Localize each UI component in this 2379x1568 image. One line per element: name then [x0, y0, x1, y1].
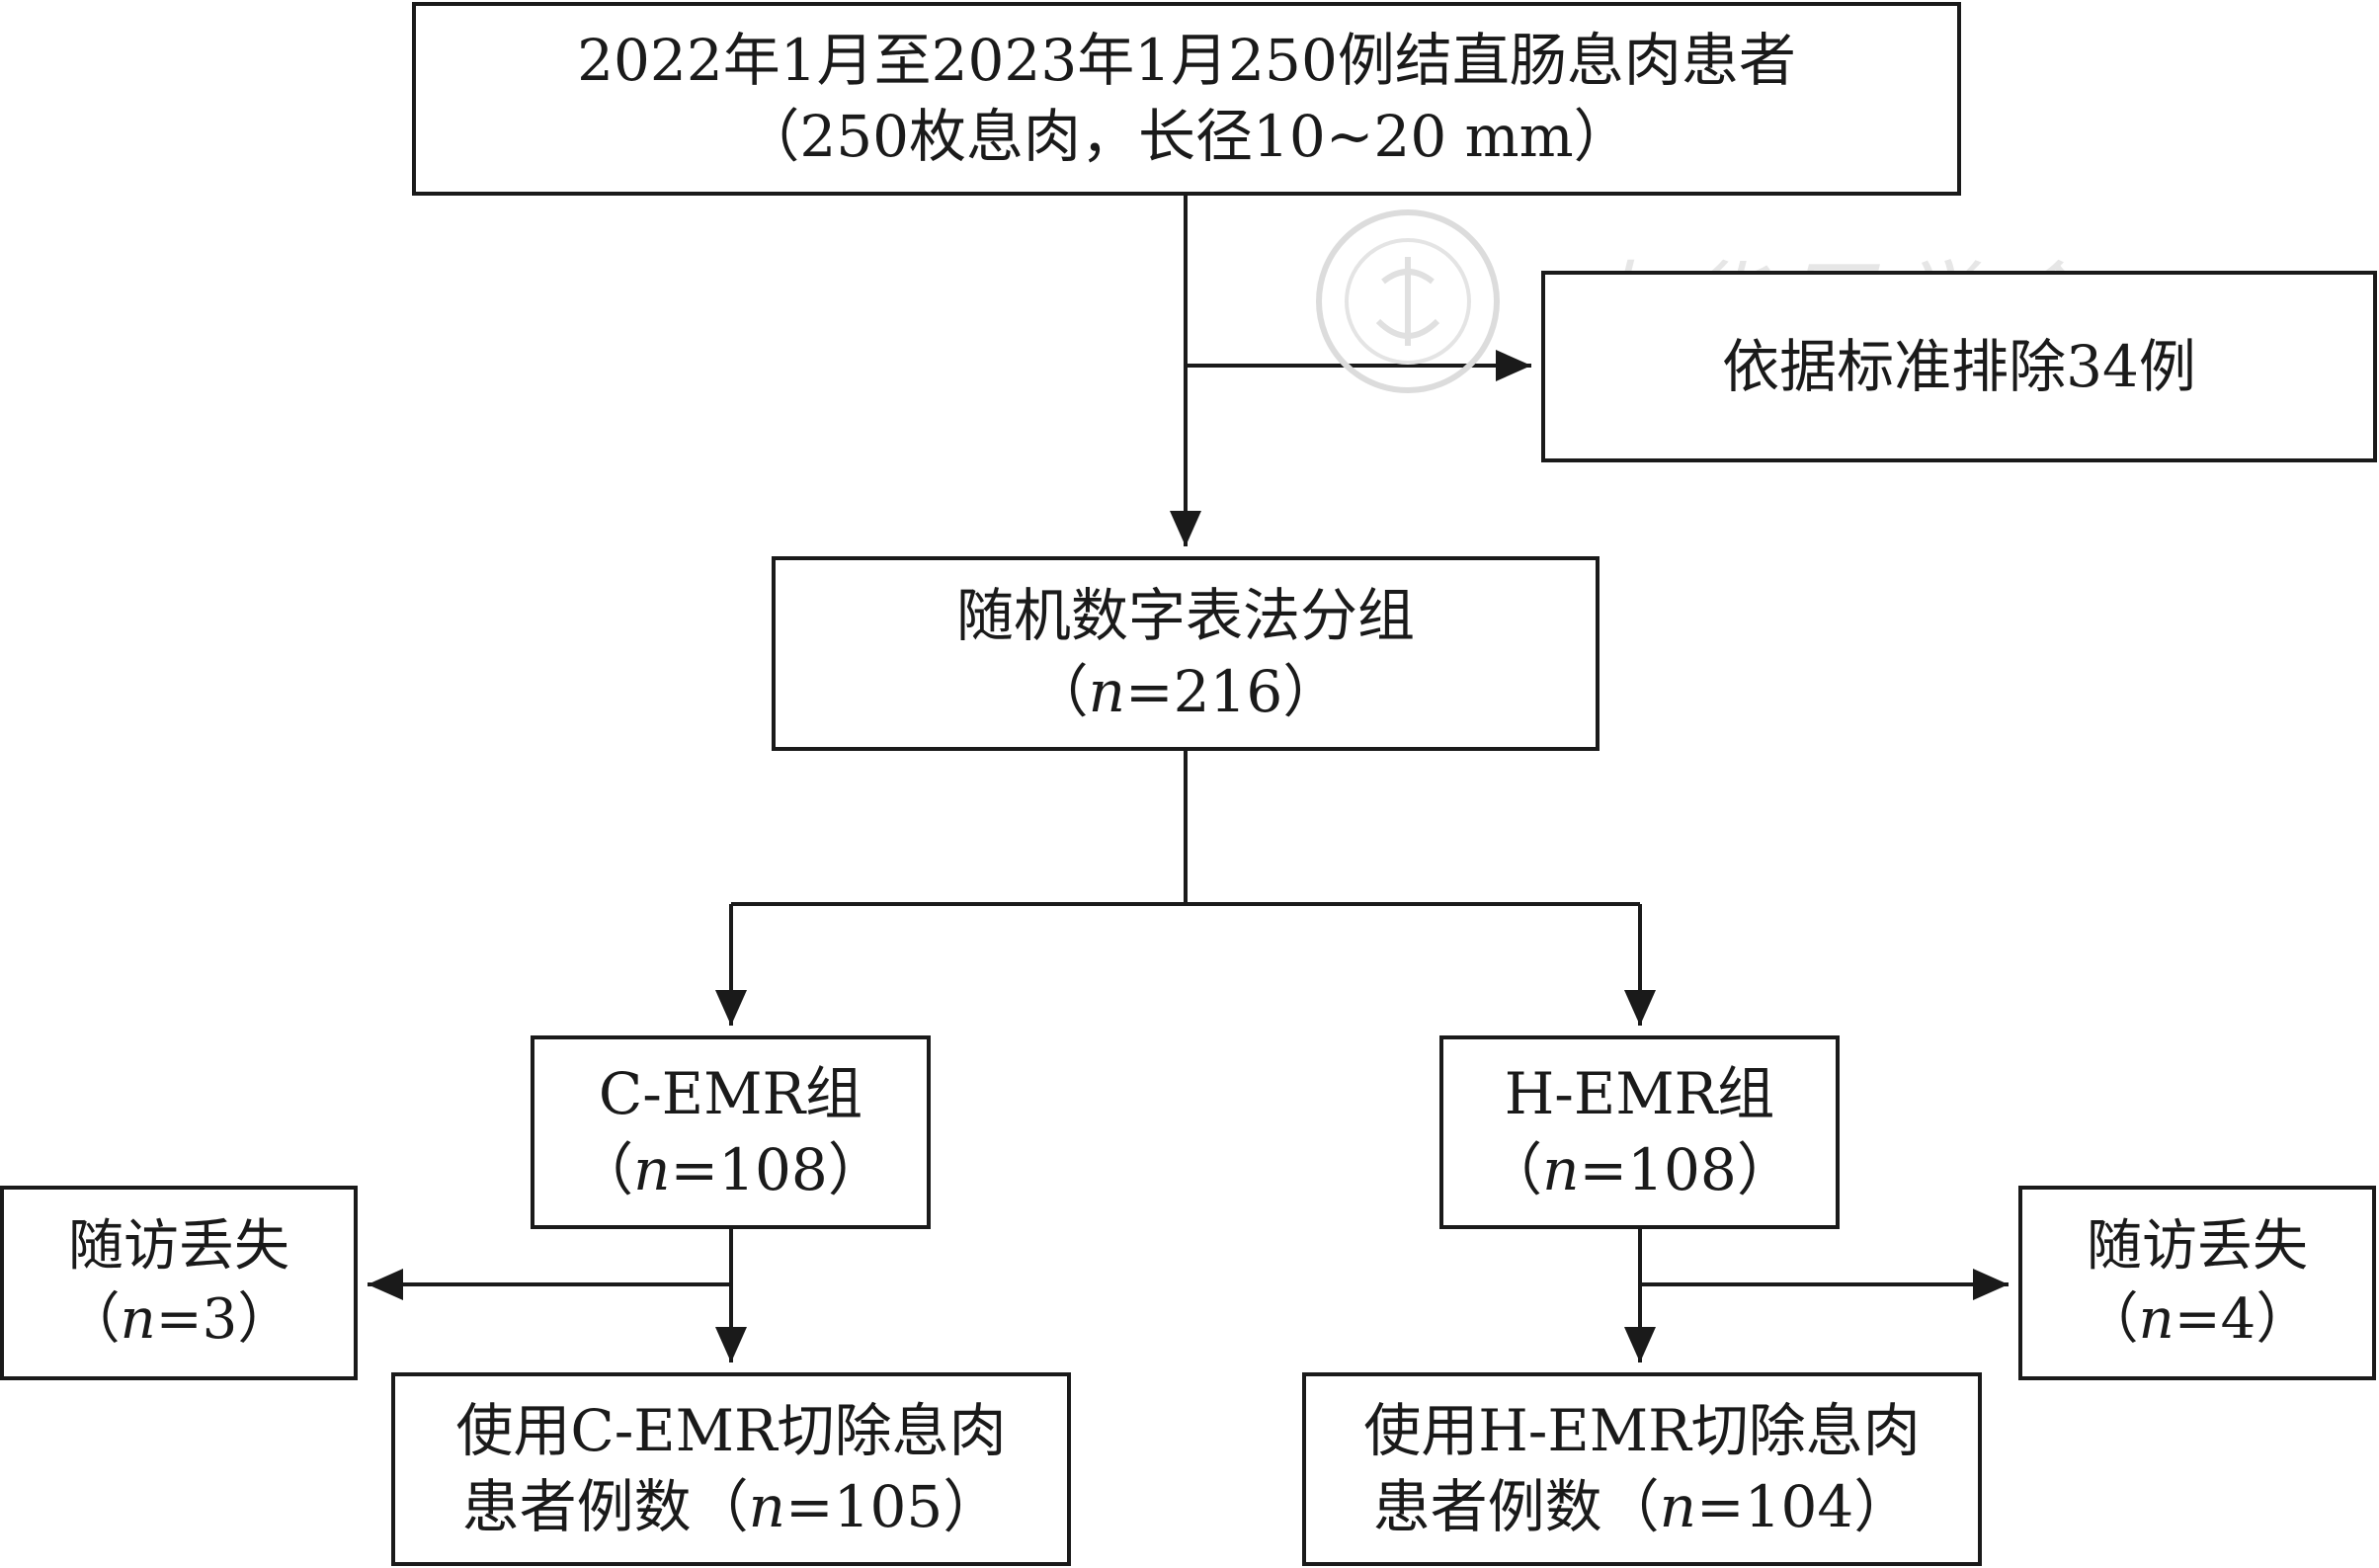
- lost-followup-right-count: （n=4）: [2083, 1286, 2312, 1352]
- lost-followup-left-label: 随访丢失: [68, 1213, 289, 1279]
- cemr-result-box: 使用C-EMR切除息肉 患者例数（n=105）: [391, 1372, 1071, 1566]
- cemr-result-count: 患者例数（n=105）: [461, 1473, 1001, 1540]
- randomization-box: 随机数字表法分组 （n=216）: [772, 556, 1600, 751]
- hemr-result-box: 使用H-EMR切除息肉 患者例数（n=104）: [1302, 1372, 1982, 1566]
- randomization-count: （n=216）: [1030, 657, 1341, 725]
- lost-followup-left-count: （n=3）: [64, 1286, 293, 1352]
- lost-followup-left-box: 随访丢失 （n=3）: [0, 1186, 358, 1380]
- enrollment-box: 2022年1月至2023年1月250例结直肠息肉患者 （250枚息肉，长径10~…: [412, 2, 1961, 196]
- cemr-result-line-1: 使用C-EMR切除息肉: [455, 1397, 1007, 1465]
- hemr-group-label: H-EMR组: [1504, 1060, 1775, 1128]
- lost-followup-right-box: 随访丢失 （n=4）: [2018, 1186, 2376, 1380]
- hemr-group-count: （n=108）: [1485, 1136, 1794, 1203]
- hemr-result-line-1: 使用H-EMR切除息肉: [1363, 1397, 1921, 1465]
- cemr-group-box: C-EMR组 （n=108）: [531, 1035, 931, 1229]
- randomization-label: 随机数字表法分组: [955, 581, 1415, 649]
- exclusion-label: 依据标准排除34例: [1722, 332, 2196, 400]
- lost-followup-right-label: 随访丢失: [2087, 1213, 2308, 1279]
- exclusion-box: 依据标准排除34例: [1541, 271, 2377, 462]
- watermark-seal-icon: [1316, 209, 1500, 393]
- enrollment-line-1: 2022年1月至2023年1月250例结直肠息肉患者: [577, 27, 1796, 95]
- cemr-group-count: （n=108）: [576, 1136, 885, 1203]
- hemr-result-count: 患者例数（n=104）: [1372, 1473, 1912, 1540]
- hemr-group-box: H-EMR组 （n=108）: [1439, 1035, 1840, 1229]
- cemr-group-label: C-EMR组: [598, 1060, 863, 1128]
- enrollment-line-2: （250枚息肉，长径10~20 mm）: [742, 103, 1631, 170]
